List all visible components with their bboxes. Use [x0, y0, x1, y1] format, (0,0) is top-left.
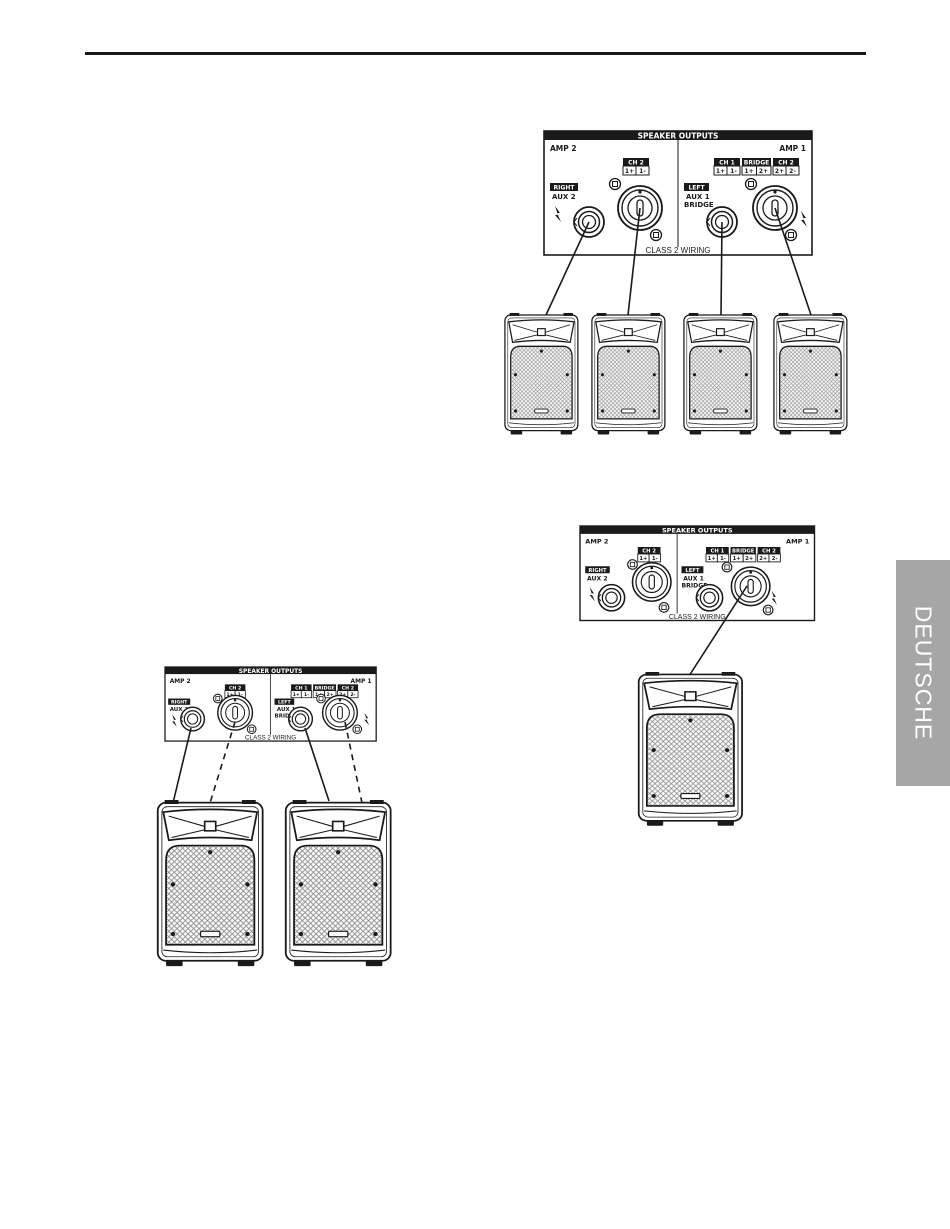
amp1-speakon[interactable] [321, 694, 358, 731]
pin-1-plus: 1+ [733, 556, 741, 562]
panel-title: SPEAKER OUTPUTS [638, 132, 719, 141]
amp2-label: AMP 2 [550, 144, 577, 153]
aux1-label: AUX 1 [277, 707, 296, 713]
ch2-header: CH 2 [229, 685, 241, 691]
pin-2-plus: 2+ [326, 692, 333, 698]
speaker-cabinet [156, 799, 264, 968]
bridge-label: BRIDGE [682, 582, 708, 589]
right-badge: RIGHT [588, 568, 607, 574]
language-tab[interactable]: DEUTSCHE [896, 560, 950, 786]
right-badge: RIGHT [554, 185, 576, 192]
amp2-speakon[interactable] [217, 694, 254, 731]
panel-title: SPEAKER OUTPUTS [662, 527, 733, 535]
aux1-label: AUX 1 [686, 193, 710, 201]
pin-2-minus: 2- [789, 168, 796, 175]
pin-1-plus: 1+ [708, 556, 716, 562]
ch2-header: CH 2 [762, 549, 776, 555]
bridge-label: BRIDGE [275, 713, 299, 719]
pin-1-minus: 1- [652, 556, 658, 562]
right-badge: RIGHT [171, 700, 188, 706]
pin-1-minus: 1- [730, 168, 737, 175]
screw-icon [352, 724, 363, 735]
aux2-label: AUX 2 [587, 575, 608, 582]
bridge-header: BRIDGE [315, 685, 335, 691]
bridge-header: BRIDGE [744, 160, 769, 167]
class2-wiring-label: CLASS 2 WIRING [245, 734, 296, 741]
pin-1-minus: 1- [304, 692, 309, 698]
amp1-label: AMP 1 [786, 538, 810, 546]
panel-title: SPEAKER OUTPUTS [239, 669, 303, 675]
aux1-jack[interactable] [288, 706, 314, 732]
bridge-header: BRIDGE [732, 549, 755, 555]
pin-1-plus: 1+ [639, 556, 647, 562]
ch1-header: CH 1 [719, 160, 735, 167]
aux2-jack[interactable] [180, 706, 206, 732]
left-badge: LEFT [278, 700, 291, 706]
ch2-header: CH 2 [642, 549, 656, 555]
ch2-header: CH 2 [628, 160, 644, 167]
pin-1-minus: 1- [639, 168, 646, 175]
pin-1-plus: 1+ [625, 168, 634, 175]
screw-icon [246, 724, 257, 735]
pin-1-minus: 1- [238, 692, 243, 698]
ch1-header: CH 1 [711, 549, 725, 555]
pin-1-minus: 1- [720, 556, 726, 562]
speaker-outputs-panel: SPEAKER OUTPUTS AMP 2 AMP 1 CH 2 1+ 1- R… [579, 525, 816, 622]
amp2-label: AMP 2 [170, 679, 191, 685]
screw-icon [316, 693, 326, 704]
left-badge: LEFT [685, 568, 700, 574]
speaker-cabinet [284, 799, 392, 968]
speaker-cables [172, 721, 363, 804]
amp1-label: AMP 1 [351, 679, 372, 685]
speaker-outputs-panel: SPEAKER OUTPUTS AMP 2 AMP 1 CH 2 1+ 1- R… [164, 666, 377, 742]
pin-2-minus: 2- [772, 556, 778, 562]
pin-2-plus: 2+ [759, 168, 768, 175]
speaker-outputs-panel: SPEAKER OUTPUTS AMP 2 AMP 1 CH 2 1+ 1- R… [543, 130, 813, 256]
pin-2-plus: 2+ [759, 556, 767, 562]
pin-1-plus: 1+ [293, 692, 300, 698]
pin-2-plus: 2+ [775, 168, 784, 175]
ch2-header: CH 2 [342, 685, 354, 691]
screw-icon [212, 693, 223, 704]
pin-2-minus: 2- [350, 692, 355, 698]
pin-1-plus: 1+ [716, 168, 725, 175]
ch2-header: CH 2 [778, 160, 794, 167]
bridge-label: BRIDGE [684, 201, 714, 209]
left-badge: LEFT [688, 185, 705, 192]
ch1-header: CH 1 [295, 685, 307, 691]
pin-2-plus: 2+ [745, 556, 753, 562]
class2-wiring-label: CLASS 2 WIRING [669, 614, 726, 621]
class2-wiring-label: CLASS 2 WIRING [646, 246, 711, 255]
aux1-label: AUX 1 [683, 575, 704, 582]
top-rule [85, 52, 866, 55]
pin-1-plus: 1+ [744, 168, 753, 175]
pin-1-plus: 1+ [226, 692, 233, 698]
amp1-label: AMP 1 [779, 144, 806, 153]
amp2-label: AMP 2 [585, 538, 608, 546]
speaker-cable [688, 585, 748, 677]
aux2-label: AUX 2 [552, 193, 576, 201]
aux2-label: AUX 2 [170, 707, 189, 713]
speaker-cables [545, 207, 812, 316]
